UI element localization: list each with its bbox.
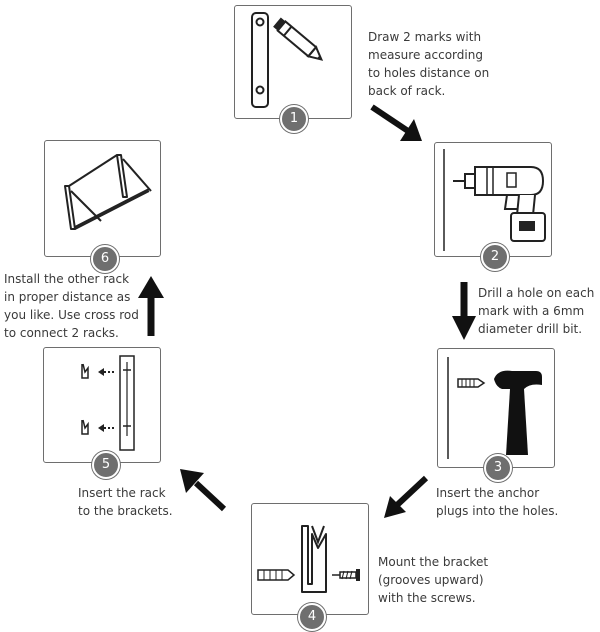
step-3-caption: Insert the anchor plugs into the holes.	[436, 486, 559, 518]
bracket-icon	[81, 363, 89, 435]
step-3-panel: 3	[437, 348, 555, 482]
arrow-5-to-6	[138, 276, 164, 336]
arrow-1-to-2	[370, 104, 422, 141]
arrow-small-icon	[98, 368, 114, 432]
step-2-illustration	[443, 149, 546, 251]
step-2-panel: 2	[434, 142, 552, 271]
step-4-caption: Mount the bracket (grooves upward) with …	[378, 555, 489, 605]
step-1-caption: Draw 2 marks with measure according to h…	[368, 30, 490, 98]
step-2-badge: 2	[481, 243, 509, 271]
step-2-caption: Drill a hole on each mark with a 6mm dia…	[478, 286, 595, 336]
step-6-caption: Install the other rack in proper distanc…	[4, 272, 139, 340]
rack-bar-icon	[251, 12, 269, 108]
step-3-badge: 3	[484, 454, 512, 482]
pencil-icon	[273, 17, 324, 61]
screw-icon	[332, 569, 360, 581]
step-1-illustration	[251, 12, 324, 108]
arrow-3-to-4	[384, 475, 429, 518]
power-drill-icon	[453, 166, 546, 242]
step-1-panel: 1	[234, 5, 352, 133]
arrow-2-to-3	[452, 282, 476, 340]
step-6-badge: 6	[91, 245, 119, 273]
step-4-badge: 4	[298, 603, 326, 631]
step-4-illustration	[257, 525, 360, 593]
bracket-icon	[301, 525, 327, 593]
anchor-plug-icon	[457, 378, 486, 388]
step-4-panel: 4	[251, 503, 369, 631]
arrow-4-to-5	[180, 469, 227, 512]
folding-rack-icon	[64, 154, 152, 230]
rack-bar-icon	[119, 355, 135, 451]
anchor-plug-icon	[257, 569, 296, 581]
step-5-illustration	[81, 355, 135, 451]
step-5-panel: 5	[43, 347, 161, 479]
step-5-badge: 5	[92, 451, 120, 479]
step-6-panel: 6	[44, 140, 161, 273]
step-5-caption: Insert the rack to the brackets.	[78, 486, 173, 518]
hammer-icon	[494, 370, 542, 455]
step-3-illustration	[447, 357, 542, 459]
step-1-badge: 1	[280, 105, 308, 133]
step-6-illustration	[64, 154, 152, 230]
